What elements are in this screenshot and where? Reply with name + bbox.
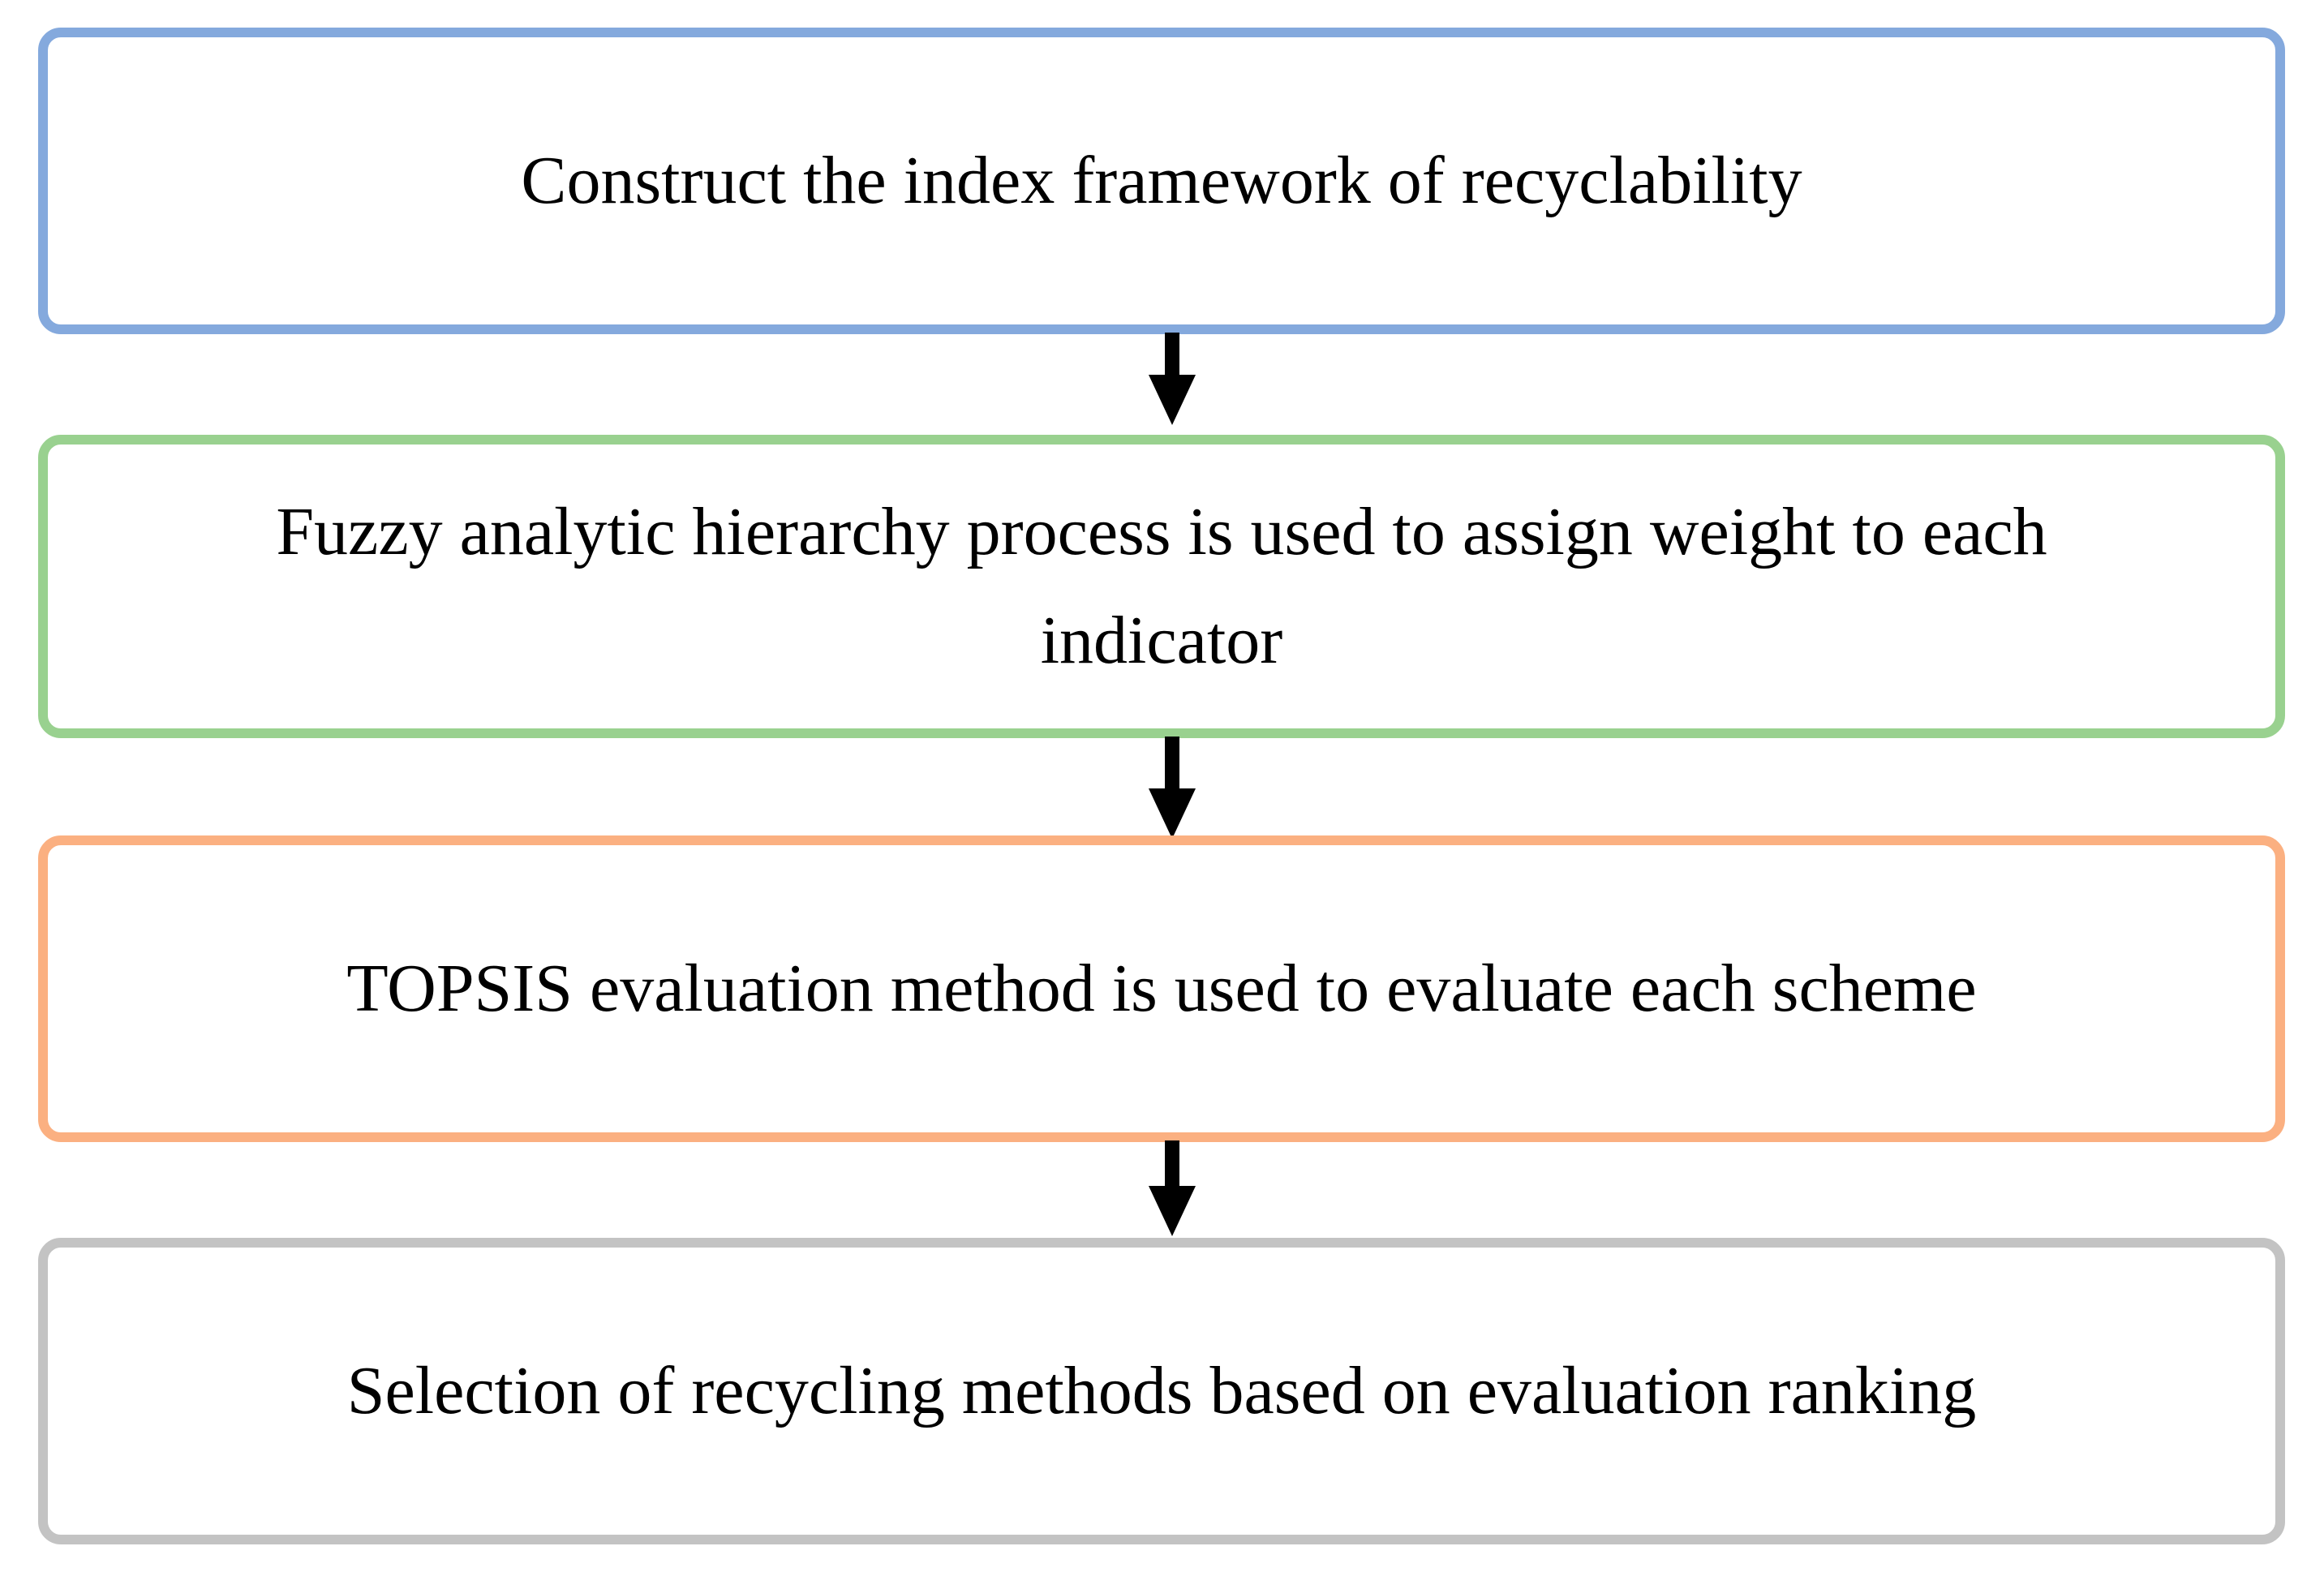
arrow-1-head bbox=[1149, 375, 1196, 425]
step-4-label: Selection of recycling methods based on … bbox=[346, 1353, 1977, 1428]
step-1-label: Construct the index framework of recycla… bbox=[521, 143, 1802, 218]
step-2-box: Fuzzy analytic hierarchy process is used… bbox=[38, 435, 2285, 738]
arrow-down-icon bbox=[1144, 333, 1201, 425]
arrow-2-head bbox=[1149, 788, 1196, 839]
arrow-1-shaft bbox=[1165, 333, 1179, 376]
arrow-down-icon bbox=[1144, 1140, 1201, 1236]
arrow-down-icon bbox=[1144, 737, 1201, 839]
arrow-3-head bbox=[1149, 1186, 1196, 1236]
step-2-label: Fuzzy analytic hierarchy process is used… bbox=[276, 494, 2047, 678]
step-4-box: Selection of recycling methods based on … bbox=[38, 1238, 2285, 1544]
arrow-2-shaft bbox=[1165, 737, 1179, 790]
step-1-box: Construct the index framework of recycla… bbox=[38, 28, 2285, 334]
step-3-label: TOPSIS evaluation method is used to eval… bbox=[346, 951, 1977, 1026]
arrow-3-shaft bbox=[1165, 1140, 1179, 1188]
step-3-box: TOPSIS evaluation method is used to eval… bbox=[38, 835, 2285, 1142]
